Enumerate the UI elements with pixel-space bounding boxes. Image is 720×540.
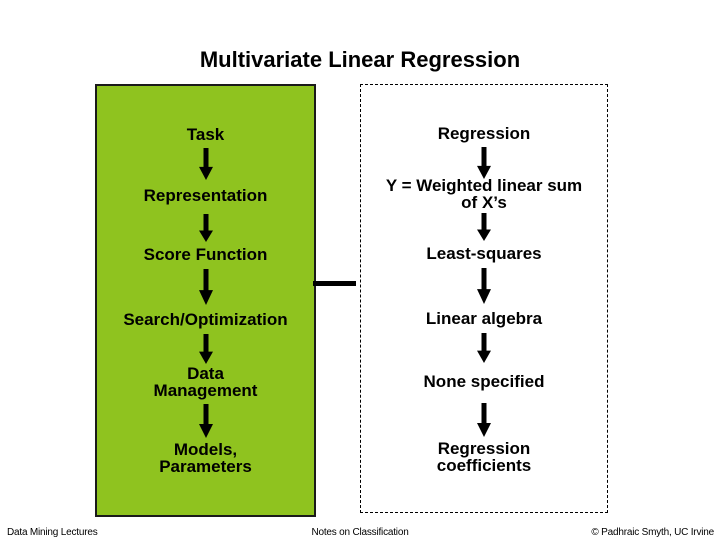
footer-lecture-series: Data Mining Lectures	[7, 527, 98, 538]
down-arrow-icon	[477, 268, 491, 304]
connector-line	[313, 281, 356, 286]
flow-step-label: Linear algebra	[425, 309, 543, 328]
down-arrow-icon	[477, 333, 491, 363]
down-arrow-icon	[198, 148, 213, 180]
flow-step-label: None specified	[423, 372, 545, 391]
flow-step-regression-coefficients: Regression coefficients	[361, 440, 607, 474]
flow-step-label: Models,	[173, 440, 238, 459]
flow-step-label: Least-squares	[426, 244, 542, 263]
footer-copyright: © Padhraic Smyth, UC Irvine	[591, 527, 714, 538]
flow-step-label: Representation	[143, 186, 268, 205]
components-panel: Task Representation Score Function Searc…	[95, 84, 316, 517]
flow-step-representation: Representation	[97, 187, 314, 204]
flow-step-task: Task	[97, 126, 314, 143]
flow-step-label: coefficients	[436, 456, 532, 475]
flow-step-none-specified: None specified	[361, 373, 607, 390]
flow-step-label: Management	[153, 381, 258, 400]
down-arrow-icon	[477, 403, 491, 437]
flow-step-score-function: Score Function	[97, 246, 314, 263]
flow-step-weighted-linear-sum: Y = Weighted linear sum of X’s	[361, 177, 607, 211]
flow-step-search-optimization: Search/Optimization	[97, 311, 314, 328]
down-arrow-icon	[198, 214, 213, 242]
down-arrow-icon	[198, 334, 213, 364]
flow-step-label: Task	[186, 125, 225, 144]
flow-step-label: Data	[187, 364, 224, 383]
flow-step-label: Parameters	[159, 457, 252, 476]
flow-step-data-management: Data Management	[97, 365, 314, 399]
down-arrow-icon	[198, 404, 213, 438]
page-title: Multivariate Linear Regression	[199, 47, 521, 72]
down-arrow-icon	[477, 147, 491, 179]
regression-panel: Regression Y = Weighted linear sum of X’…	[360, 84, 608, 513]
flow-step-least-squares: Least-squares	[361, 245, 607, 262]
flow-step-label: Y = Weighted linear sum	[385, 176, 583, 195]
flow-step-label: Regression	[437, 439, 531, 458]
flow-step-regression: Regression	[361, 125, 607, 142]
footer-notes-title: Notes on Classification	[311, 527, 409, 538]
flow-step-label: Score Function	[143, 245, 268, 264]
flow-step-linear-algebra: Linear algebra	[361, 310, 607, 327]
flow-step-label: Regression	[437, 124, 531, 143]
down-arrow-icon	[198, 269, 213, 305]
down-arrow-icon	[477, 213, 491, 241]
flow-step-models-parameters: Models, Parameters	[97, 441, 314, 475]
flow-step-label: of X’s	[461, 193, 507, 212]
flow-step-label: Search/Optimization	[123, 310, 288, 329]
